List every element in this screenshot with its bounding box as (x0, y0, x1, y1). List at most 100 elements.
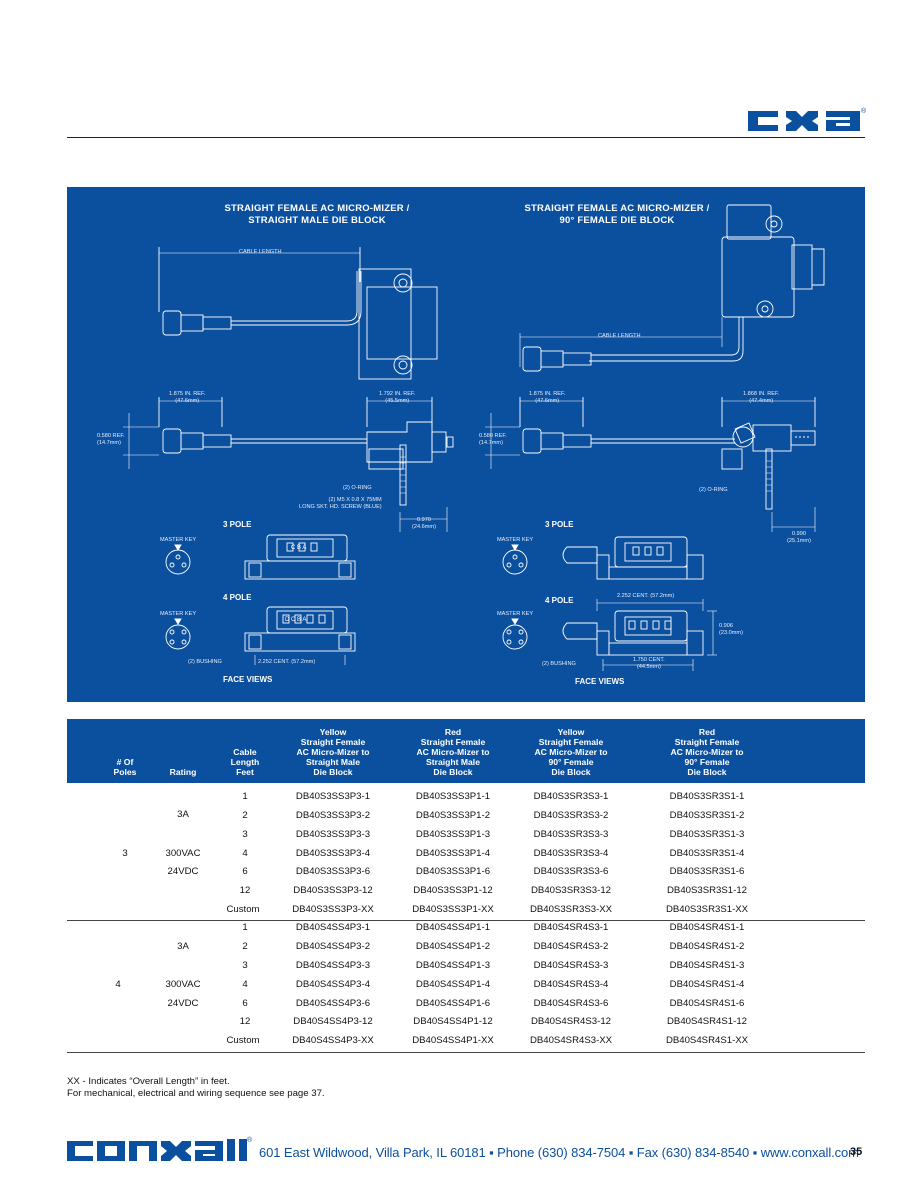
right-4-pole-label: 4 POLE (545, 596, 574, 605)
footer-contact: 601 East Wildwood, Villa Park, IL 60181 … (259, 1145, 859, 1160)
part-number: DB40S4SS4P3-3 (295, 960, 371, 971)
part-number: DB40S3SS3P1-3 (415, 829, 491, 840)
part-number: DB40S4SR4S1-12 (667, 1016, 747, 1027)
left-pin-labels-4: D C B A (285, 617, 307, 623)
right-bushing-label: (2) BUSHING (542, 661, 576, 667)
group-divider (67, 920, 865, 921)
part-number: DB40S4SS4P3-6 (295, 998, 371, 1009)
part-number: DB40S4SR4S1-6 (669, 998, 745, 1009)
part-number: DB40S3SS3P3-3 (295, 829, 371, 840)
part-number: DB40S4SR4S3-3 (533, 960, 609, 971)
cable-length: Custom (226, 904, 260, 915)
part-number: DB40S3SR3S1-XX (665, 904, 749, 915)
registered-mark: ® (861, 108, 867, 115)
part-number: DB40S3SS3P1-4 (415, 848, 491, 859)
cable-length: 3 (242, 829, 248, 840)
part-number: DB40S4SR4S1-2 (669, 941, 745, 952)
part-number: DB40S3SR3S1-3 (669, 829, 745, 840)
left-master-key-3: MASTER KEY (160, 537, 197, 543)
part-number: DB40S4SS4P1-3 (415, 960, 491, 971)
part-number: DB40S3SR3S1-6 (669, 866, 745, 877)
cable-length: 3 (242, 960, 248, 971)
part-number: DB40S4SR4S1-1 (669, 922, 745, 933)
part-number: DB40S4SS4P3-4 (295, 979, 371, 990)
part-number: DB40S3SS3P3-XX (292, 904, 374, 915)
part-number: DB40S4SR4S1-XX (665, 1035, 749, 1046)
part-number: DB40S3SS3P1-2 (415, 810, 491, 821)
right-dim-0580: 0.580 REF. (14.7mm) (479, 433, 507, 446)
part-number: DB40S3SR3S3-4 (533, 848, 609, 859)
left-screw-label: (2) M5 X 0.8 X 75MM LONG SKT. HD. SCREW … (299, 497, 382, 510)
left-center-dim: 2.252 CENT. (57.2mm) (258, 659, 316, 665)
cable-length: 2 (242, 941, 248, 952)
right-face-views-label: FACE VIEWS (575, 677, 625, 686)
rating-vac: 300VAC (165, 848, 201, 859)
part-number: DB40S3SS3P3-2 (295, 810, 371, 821)
part-number: DB40S3SR3S1-4 (669, 848, 745, 859)
right-dim-1868: 1.868 IN. REF. (47.4mm) (743, 391, 780, 404)
rating-current: 3A (177, 809, 189, 820)
part-number: DB40S4SS4P3-1 (295, 922, 371, 933)
right-diagram-title: STRAIGHT FEMALE AC MICRO-MIZER / 90° FEM… (524, 203, 710, 226)
part-number: DB40S4SS4P1-12 (413, 1016, 493, 1027)
header-rule (67, 137, 865, 138)
cable-length: Custom (226, 1035, 260, 1046)
part-number: DB40S3SR3S3-3 (533, 829, 609, 840)
part-number: DB40S4SS4P1-1 (415, 922, 491, 933)
left-pin-labels-3: C B A (291, 545, 307, 551)
part-number: DB40S3SR3S1-2 (669, 810, 745, 821)
left-face-views-label: FACE VIEWS (223, 675, 273, 684)
brand-logo-short: ® (748, 108, 868, 139)
right-center-dim: 2.252 CENT. (57.2mm) (617, 593, 675, 599)
right-3-pole-label: 3 POLE (545, 520, 574, 529)
part-number: DB40S3SR3S1-1 (669, 791, 745, 802)
part-number: DB40S3SR3S3-6 (533, 866, 609, 877)
part-number: DB40S4SS4P1-XX (412, 1035, 494, 1046)
part-number: DB40S4SR4S3-6 (533, 998, 609, 1009)
left-dim-1792: 1.792 IN. REF. (45.5mm) (379, 391, 416, 404)
rating-vac: 300VAC (165, 979, 201, 990)
poles-value: 4 (115, 979, 121, 990)
left-oring-label: (2) O-RING (343, 485, 372, 491)
part-number: DB40S4SS4P3-XX (292, 1035, 374, 1046)
right-dim-0990: 0.990 (25.1mm) (787, 531, 811, 544)
col-red-90: Red Straight Female AC Micro-Mizer to 90… (670, 727, 744, 777)
part-number: DB40S4SS4P1-4 (415, 979, 491, 990)
col-yellow-90: Yellow Straight Female AC Micro-Mizer to… (534, 727, 608, 777)
part-number: DB40S3SR3S3-XX (529, 904, 613, 915)
col-yellow-straight: Yellow Straight Female AC Micro-Mizer to… (296, 727, 370, 777)
part-number: DB40S4SS4P1-2 (415, 941, 491, 952)
cable-length: 4 (242, 979, 248, 990)
col-cable-length: Cable Length Feet (230, 747, 260, 777)
technical-drawing (123, 204, 825, 671)
brand-logo-long: ® (67, 1137, 253, 1168)
part-number: DB40S4SS4P3-12 (293, 1016, 373, 1027)
right-master-key-4: MASTER KEY (497, 611, 534, 617)
left-diagram-title: STRAIGHT FEMALE AC MICRO-MIZER / STRAIGH… (224, 203, 410, 226)
cable-length: 1 (242, 791, 248, 802)
left-3-pole-label: 3 POLE (223, 520, 252, 529)
part-number: DB40S4SR4S3-12 (531, 1016, 611, 1027)
part-number: DB40S4SR4S1-3 (669, 960, 745, 971)
part-number: DB40S3SR3S3-1 (533, 791, 609, 802)
part-number: DB40S4SR4S1-4 (669, 979, 745, 990)
cable-length: 4 (242, 848, 248, 859)
cable-length: 12 (239, 885, 251, 896)
table-bottom-rule (67, 1052, 865, 1053)
right-oring-label: (2) O-RING (699, 487, 728, 493)
part-number: DB40S3SR3S3-12 (531, 885, 611, 896)
part-number: DB40S4SS4P1-6 (415, 998, 491, 1009)
registered-mark: ® (247, 1137, 253, 1144)
note-xx-definition: XX - Indicates “Overall Length” in feet. (67, 1076, 230, 1087)
right-master-key-3: MASTER KEY (497, 537, 534, 543)
part-number: DB40S3SS3P3-4 (295, 848, 371, 859)
cable-length: 1 (242, 922, 248, 933)
left-dim-0580: 0.580 REF. (14.7mm) (97, 433, 125, 446)
part-number: DB40S3SS3P1-1 (415, 791, 491, 802)
cable-length: 12 (239, 1016, 251, 1027)
part-number: DB40S3SS3P3-1 (295, 791, 371, 802)
left-master-key-4: MASTER KEY (160, 611, 197, 617)
part-number: DB40S3SS3P3-6 (295, 866, 371, 877)
right-dim-0906: 0.906 (23.0mm) (719, 623, 743, 636)
left-cable-length-label: CABLE LENGTH (239, 249, 282, 255)
